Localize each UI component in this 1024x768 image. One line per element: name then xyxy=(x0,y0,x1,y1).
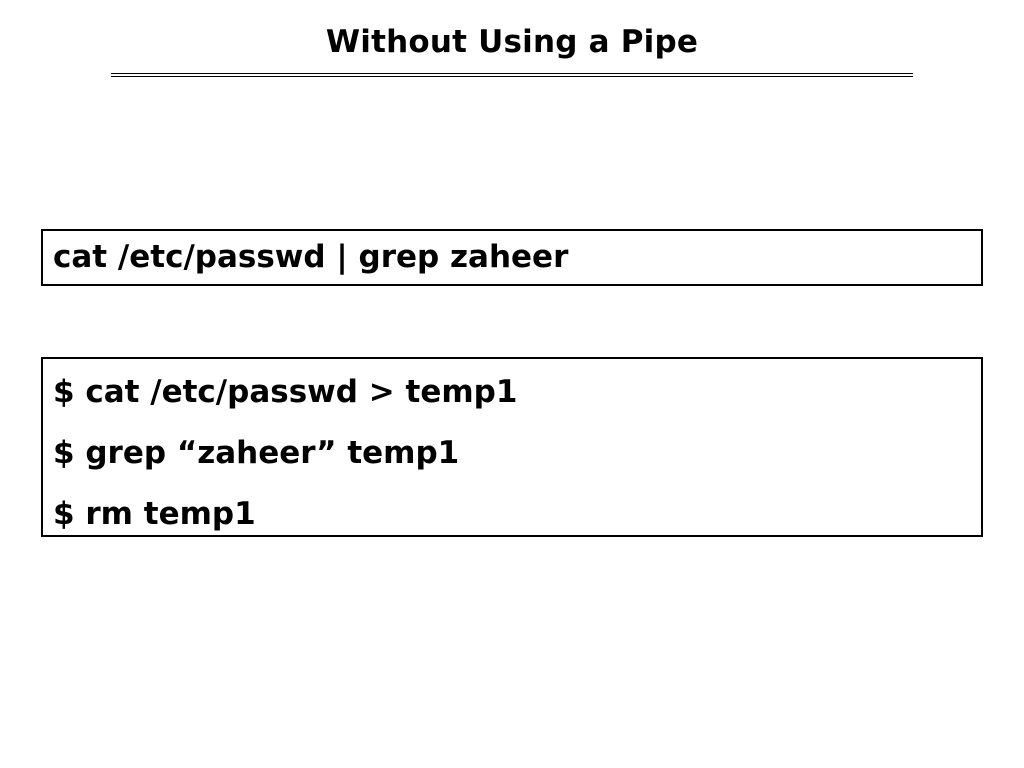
pipe-command-text: cat /etc/passwd | grep zaheer xyxy=(53,239,569,275)
pipe-command-box: cat /etc/passwd | grep zaheer xyxy=(41,229,983,286)
steps-command-box: $ cat /etc/passwd > temp1 $ grep “zaheer… xyxy=(41,357,983,537)
title-underline xyxy=(111,73,913,77)
command-step: $ rm temp1 xyxy=(53,496,256,532)
command-step: $ grep “zaheer” temp1 xyxy=(53,435,460,471)
command-step: $ cat /etc/passwd > temp1 xyxy=(53,374,518,410)
slide-title: Without Using a Pipe xyxy=(325,24,699,60)
